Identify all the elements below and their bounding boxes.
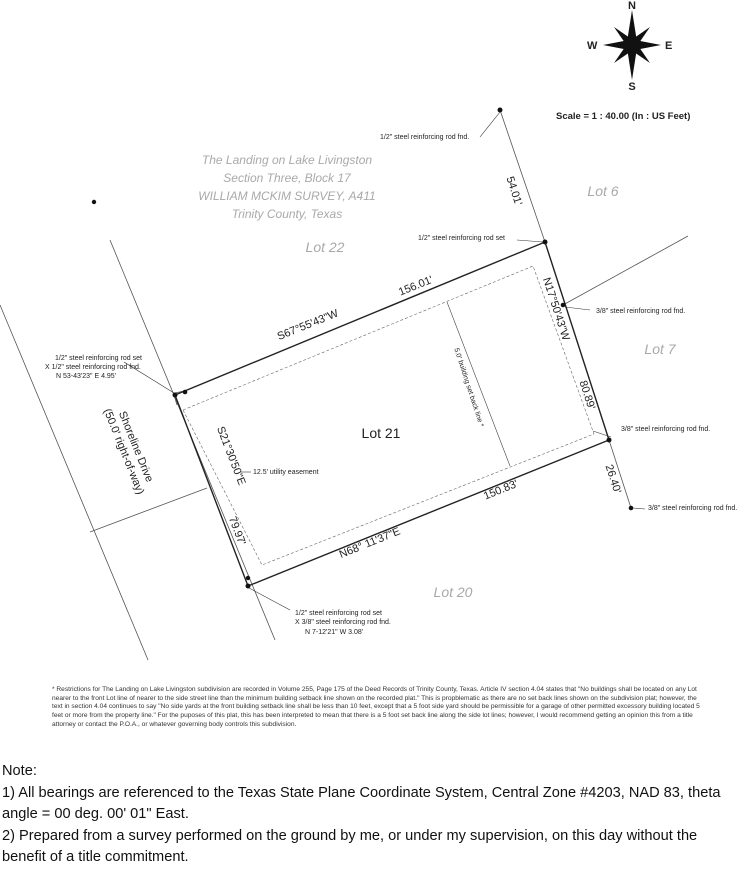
distance-south: 150.83': [482, 478, 520, 503]
monument-sw-line-2: X 3/8" steel reinforcing rod fnd.: [295, 619, 391, 626]
compass-north-point: [627, 10, 637, 45]
monument-points: [91, 107, 634, 589]
note-1: 1) All bearings are referenced to the Te…: [2, 784, 721, 823]
lot-20-label: Lot 20: [434, 584, 473, 600]
scale-label: Scale = 1 : 40.00 (In : US Feet): [556, 111, 690, 122]
monument-far-label: 3/8" steel reinforcing rod fnd.: [648, 505, 737, 512]
compass-w-label: W: [587, 40, 598, 52]
subdivision-line-4: Trinity County, Texas: [232, 207, 342, 221]
compass-rose: N S E W: [587, 0, 672, 93]
lot-21-label: Lot 21: [362, 425, 401, 441]
notes-heading: Note:: [2, 763, 37, 779]
distance-north-tie: 54.01': [504, 175, 525, 207]
restrictions-footnote: * Restrictions for The Landing on Lake L…: [52, 686, 700, 728]
easement-label: 12.5' utility easement: [253, 469, 319, 476]
leader-lines: [123, 111, 646, 611]
distance-east-tie: 26.40': [603, 463, 624, 495]
compass-e-label: E: [665, 40, 672, 52]
monument-sw-line-3: N 7-12'21" W 3.08': [305, 629, 363, 636]
monument-ne-label: 1/2" steel reinforcing rod set: [418, 235, 505, 242]
note-2: 2) Prepared from a survey performed on t…: [2, 827, 698, 866]
street-label: Shoreline Drive (50.0' right-of-way): [101, 407, 155, 496]
monument-east-label: 3/8" steel reinforcing rod fnd.: [596, 308, 685, 315]
subdivision-line-1: The Landing on Lake Livingston: [202, 153, 372, 167]
compass-n-label: N: [628, 0, 636, 12]
lot-7-label: Lot 7: [644, 341, 676, 357]
setback-dimension-line: [446, 301, 511, 467]
subdivision-line-2: Section Three, Block 17: [223, 171, 352, 185]
notes-section: Note: 1) All bearings are referenced to …: [2, 761, 744, 869]
bearing-west-line: S21°30'50"E: [214, 425, 247, 487]
monument-nw-line-2: X 1/2" steel reinforcing rod fnd.: [45, 364, 141, 371]
subdivision-line-3: WILLIAM MCKIM SURVEY, A411: [198, 189, 375, 203]
lot-22-label: Lot 22: [306, 239, 345, 255]
lot-6-label: Lot 6: [587, 183, 618, 199]
bearing-south-line: N68° 11'37"E: [338, 526, 402, 561]
monument-nw-line-3: N 53-43'23" E 4.95': [56, 373, 116, 380]
monument-top-label: 1/2" steel reinforcing rod fnd.: [380, 134, 469, 141]
monument-se-label: 3/8" steel reinforcing rod fnd.: [621, 426, 710, 433]
monument-nw-line-1: 1/2" steel reinforcing rod set: [55, 355, 142, 362]
compass-s-label: S: [628, 81, 635, 93]
building-setback-line: [182, 265, 595, 566]
bearing-north-line: S67°55'43"W: [276, 307, 341, 343]
monument-sw-line-1: 1/2" steel reinforcing rod set: [295, 610, 382, 617]
compass-south-point: [627, 45, 637, 80]
subdivision-title: The Landing on Lake Livingston Section T…: [198, 153, 375, 221]
